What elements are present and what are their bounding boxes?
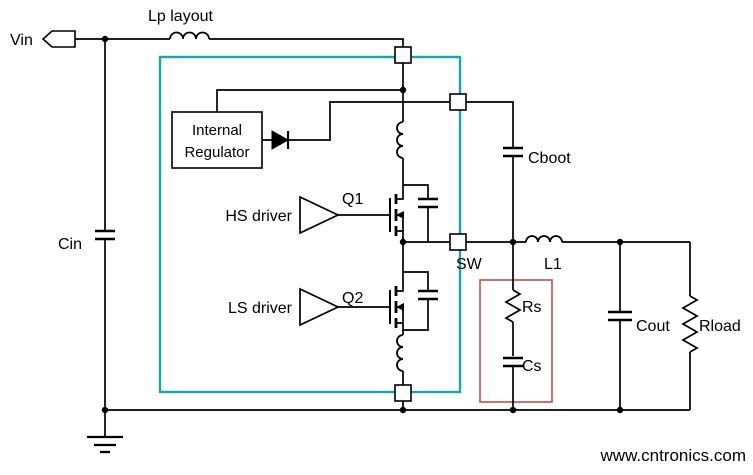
q2-mosfet <box>389 286 404 328</box>
ls-driver-label: LS driver <box>228 300 293 317</box>
cboot-capacitor <box>503 146 523 158</box>
ls-driver-symbol <box>299 287 340 327</box>
q2-label: Q2 <box>342 290 363 307</box>
vin-label: Vin <box>10 32 33 49</box>
snubber-box <box>479 279 553 403</box>
cin-label: Cin <box>58 236 82 253</box>
rload-resistor <box>681 295 699 353</box>
ic-boundary-box <box>158 55 462 394</box>
sw-pin <box>449 233 467 251</box>
parasitic-inductor-top <box>396 121 404 159</box>
vin-pin <box>394 46 412 64</box>
lp-layout-label: Lp layout <box>148 8 213 25</box>
rload-label: Rload <box>699 318 741 335</box>
cout-capacitor <box>608 310 632 322</box>
q1-body-arrow <box>396 211 404 219</box>
ground-symbol <box>87 435 123 454</box>
cboot-label: Cboot <box>528 150 571 167</box>
internal-regulator-block <box>171 111 263 169</box>
q1-parasitic-cap <box>418 197 438 209</box>
l1-inductor <box>525 235 563 243</box>
boot-pin <box>449 93 467 111</box>
lp-inductor <box>169 31 210 40</box>
q2-parasitic-cap <box>418 289 438 301</box>
cs-label: Cs <box>522 358 542 375</box>
q1-mosfet <box>389 194 404 236</box>
hs-driver-symbol <box>299 195 340 235</box>
watermark-text: www.cntronics.com <box>600 446 746 465</box>
junction-dots <box>101 35 624 414</box>
internal-regulator-label-line2: Regulator <box>184 144 249 161</box>
parasitic-inductor-bottom <box>396 334 404 372</box>
rs-resistor <box>504 289 522 323</box>
l1-label: L1 <box>544 256 562 273</box>
q1-label: Q1 <box>342 191 363 208</box>
vin-terminal <box>41 30 76 48</box>
cin-capacitor <box>95 229 115 241</box>
wires <box>75 38 691 437</box>
cout-label: Cout <box>636 318 670 335</box>
q2-body-arrow <box>396 303 404 311</box>
cs-capacitor <box>503 356 523 368</box>
sw-label: SW <box>456 256 483 273</box>
rs-label: Rs <box>522 299 542 316</box>
internal-regulator-label-line1: Internal <box>192 122 242 139</box>
bootstrap-diode <box>271 130 290 150</box>
hs-driver-label: HS driver <box>225 208 292 225</box>
gnd-pin <box>394 384 412 402</box>
